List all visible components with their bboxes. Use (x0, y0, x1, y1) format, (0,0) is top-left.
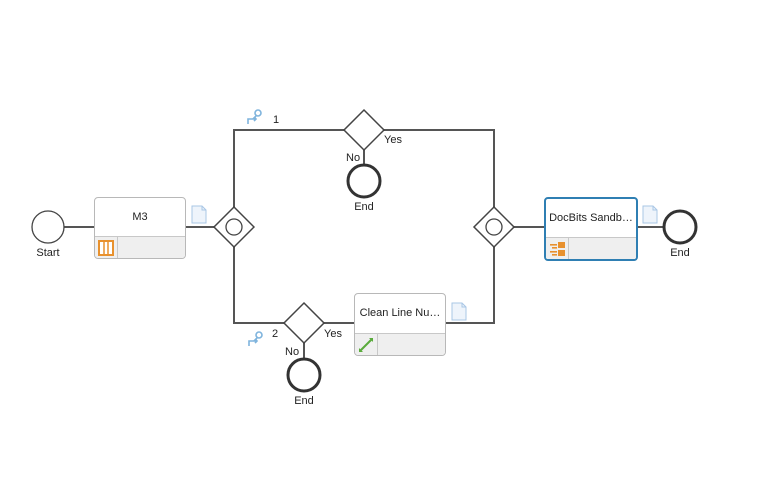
clean-document-icon[interactable] (451, 302, 467, 321)
branch1-index-label: 1 (273, 114, 279, 126)
branch1-no-label: No (346, 152, 360, 164)
join-gateway[interactable] (472, 205, 516, 249)
branch2-end-label: End (294, 395, 314, 407)
task-docbits-title: DocBits Sandb… (549, 212, 633, 224)
branch1-end-event[interactable] (346, 163, 382, 199)
connector-split-branch1[interactable] (233, 129, 344, 208)
branch2-index-label: 2 (272, 328, 278, 340)
split-gateway[interactable] (212, 205, 256, 249)
m3-document-icon[interactable] (191, 205, 207, 224)
start-event-label: Start (36, 247, 59, 259)
task-m3-footer (95, 236, 185, 258)
branch2-yes-label: Yes (324, 328, 342, 340)
start-event[interactable] (31, 210, 65, 244)
columns-icon (98, 239, 114, 256)
task-docbits-sandbox[interactable]: DocBits Sandb… (544, 197, 638, 261)
branch1-end-label: End (354, 201, 374, 213)
final-end-label: End (670, 247, 690, 259)
branch1-condition-icon[interactable] (247, 109, 262, 124)
task-docbits-type-cell (546, 238, 569, 259)
line-tool-icon (359, 337, 373, 352)
branch2-end-event[interactable] (286, 357, 322, 393)
connector-clean-join[interactable] (445, 246, 495, 324)
docbits-document-icon[interactable] (642, 205, 658, 224)
branch2-no-label: No (285, 346, 299, 358)
task-clean-footer (355, 333, 445, 355)
connector-branch1-yes-join[interactable] (384, 129, 495, 208)
connector-split-branch2[interactable] (233, 246, 284, 324)
task-clean-title: Clean Line Nu… (359, 307, 441, 319)
task-m3-title: M3 (132, 211, 148, 223)
task-m3[interactable]: M3 (94, 197, 186, 259)
task-m3-type-cell (95, 237, 118, 258)
branch2-condition-icon[interactable] (248, 331, 263, 346)
final-end-event[interactable] (662, 209, 698, 245)
task-clean-line-numbers[interactable]: Clean Line Nu… (354, 293, 446, 356)
branch2-decision-gateway[interactable] (282, 301, 326, 345)
task-clean-type-cell (355, 334, 378, 355)
branch1-yes-label: Yes (384, 134, 402, 146)
branch1-decision-gateway[interactable] (342, 108, 386, 152)
hierarchy-icon (550, 241, 565, 256)
task-docbits-footer (546, 237, 636, 259)
